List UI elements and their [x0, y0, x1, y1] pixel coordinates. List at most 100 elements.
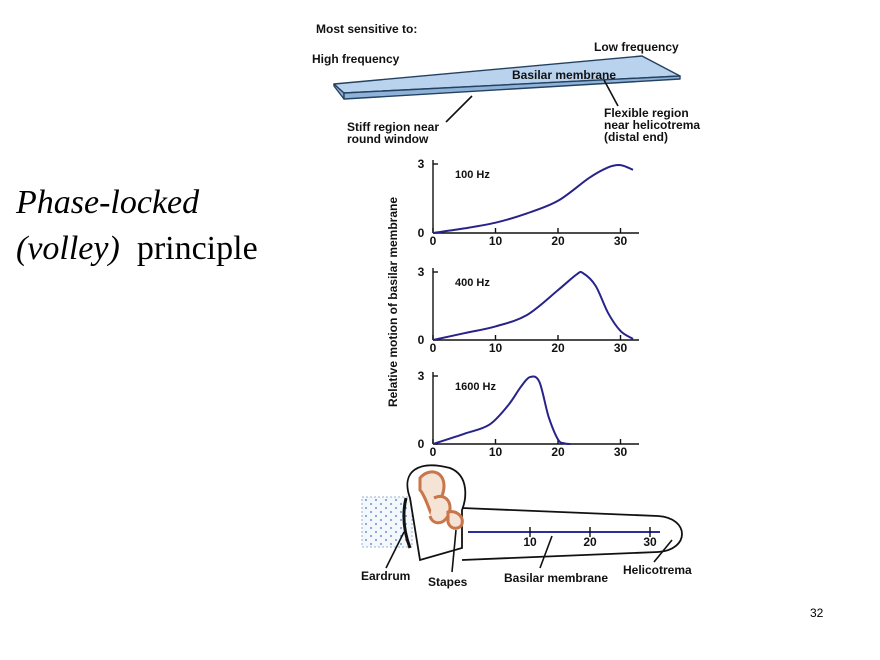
fluid-dot	[395, 539, 397, 541]
y-axis-label: Relative motion of basilar membrane	[386, 197, 400, 407]
panel-frequency-label: 400 Hz	[455, 277, 490, 289]
y-tick-label: 0	[418, 333, 425, 347]
fluid-dot	[380, 543, 382, 545]
x-tick-label: 0	[430, 341, 437, 355]
fluid-dot	[365, 515, 367, 517]
helicotrema-label: Helicotrema	[623, 563, 692, 577]
fluid-dot	[385, 507, 387, 509]
response-curve	[432, 375, 571, 445]
membrane-diagram: Most sensitive to: High frequency Low fr…	[312, 22, 700, 146]
fluid-dot	[395, 523, 397, 525]
fluid-dot	[370, 511, 372, 513]
y-tick-label: 3	[418, 157, 425, 171]
membrane-leader	[539, 535, 553, 569]
helicotrema-leader	[653, 539, 673, 563]
x-tick-label: 0	[430, 234, 437, 248]
fluid-dots	[365, 499, 407, 545]
fluid-dot	[365, 507, 367, 509]
x-tick-label: 20	[551, 234, 565, 248]
fluid-dot	[390, 503, 392, 505]
x-tick-label: 0	[430, 445, 437, 459]
fluid-dot	[365, 523, 367, 525]
y-tick-label: 3	[418, 369, 425, 383]
fluid-dot	[395, 531, 397, 533]
scale-label-10: 10	[523, 535, 537, 549]
low-frequency-label: Low frequency	[594, 40, 679, 54]
title-italic-part: (volley)	[16, 230, 120, 267]
x-tick-label: 10	[489, 234, 503, 248]
fluid-dot	[370, 543, 372, 545]
page-number: 32	[810, 606, 824, 620]
fluid-dot	[365, 539, 367, 541]
basilar-membrane-label: Basilar membrane	[512, 68, 616, 82]
fluid-dot	[385, 523, 387, 525]
fluid-dot	[380, 535, 382, 537]
fluid-dot	[390, 527, 392, 529]
fluid-dot	[365, 499, 367, 501]
fluid-dot	[395, 499, 397, 501]
fluid-dot	[380, 519, 382, 521]
membrane-front-edge	[343, 75, 681, 100]
scale-label-30: 30	[643, 535, 657, 549]
fluid-dot	[395, 507, 397, 509]
fluid-dot	[380, 511, 382, 513]
x-tick-label: 10	[489, 445, 503, 459]
fluid-dot	[385, 515, 387, 517]
fluid-dot	[385, 531, 387, 533]
fluid-dot	[365, 531, 367, 533]
fluid-dot	[390, 543, 392, 545]
fluid-dot	[375, 539, 377, 541]
fluid-dot	[390, 535, 392, 537]
fluid-dot	[375, 523, 377, 525]
flexible-leader	[603, 79, 619, 107]
ossicles	[418, 470, 464, 530]
response-curve	[432, 164, 634, 234]
fluid-dot	[370, 519, 372, 521]
x-tick-label: 20	[551, 341, 565, 355]
stiff-label-1: Stiff region near	[347, 120, 439, 134]
fluid-dot	[375, 531, 377, 533]
y-tick-label: 3	[418, 265, 425, 279]
x-tick-label: 30	[614, 234, 628, 248]
title-line-2: (volley) principle	[16, 226, 258, 272]
fluid-dot	[375, 499, 377, 501]
stiff-label-2: round window	[347, 132, 429, 146]
stapes-bone	[446, 510, 464, 530]
eardrum-leader	[385, 531, 405, 569]
fluid-dot	[385, 539, 387, 541]
scale-label-20: 20	[583, 535, 597, 549]
fluid-dot	[400, 503, 402, 505]
flexible-label-1: Flexible region	[604, 106, 689, 120]
cochlea-membrane-label: Basilar membrane	[504, 571, 608, 585]
fluid-dot	[380, 503, 382, 505]
panel-frequency-label: 1600 Hz	[455, 381, 496, 393]
fluid-dot	[375, 507, 377, 509]
high-frequency-label: High frequency	[312, 52, 400, 66]
chart-panel: 0 10 20 30 0 3 100 Hz	[418, 157, 639, 248]
eardrum-label: Eardrum	[361, 569, 410, 583]
fluid-dot	[405, 515, 407, 517]
fluid-dot	[370, 535, 372, 537]
fluid-dot	[390, 519, 392, 521]
stapes-leader	[451, 529, 457, 573]
flexible-label-3: (distal end)	[604, 130, 668, 144]
fluid-dot	[400, 519, 402, 521]
x-tick-label: 20	[551, 445, 565, 459]
fluid-dot	[400, 511, 402, 513]
y-tick-label: 0	[418, 226, 425, 240]
fluid-dot	[390, 511, 392, 513]
fluid-dot	[370, 503, 372, 505]
title-rest-part: principle	[136, 230, 258, 267]
response-curve	[432, 270, 634, 341]
stapes-label: Stapes	[428, 575, 468, 589]
slide-title: Phase-locked (volley) principle	[16, 180, 258, 272]
y-tick-label: 0	[418, 437, 425, 451]
x-tick-label: 30	[614, 341, 628, 355]
cochlea-tube	[461, 507, 683, 561]
fluid-dot	[375, 515, 377, 517]
cochlea-diagram: 10 20 30 Eardrum Stapes Basilar membrane…	[361, 464, 692, 589]
panel-frequency-label: 100 Hz	[455, 169, 490, 181]
